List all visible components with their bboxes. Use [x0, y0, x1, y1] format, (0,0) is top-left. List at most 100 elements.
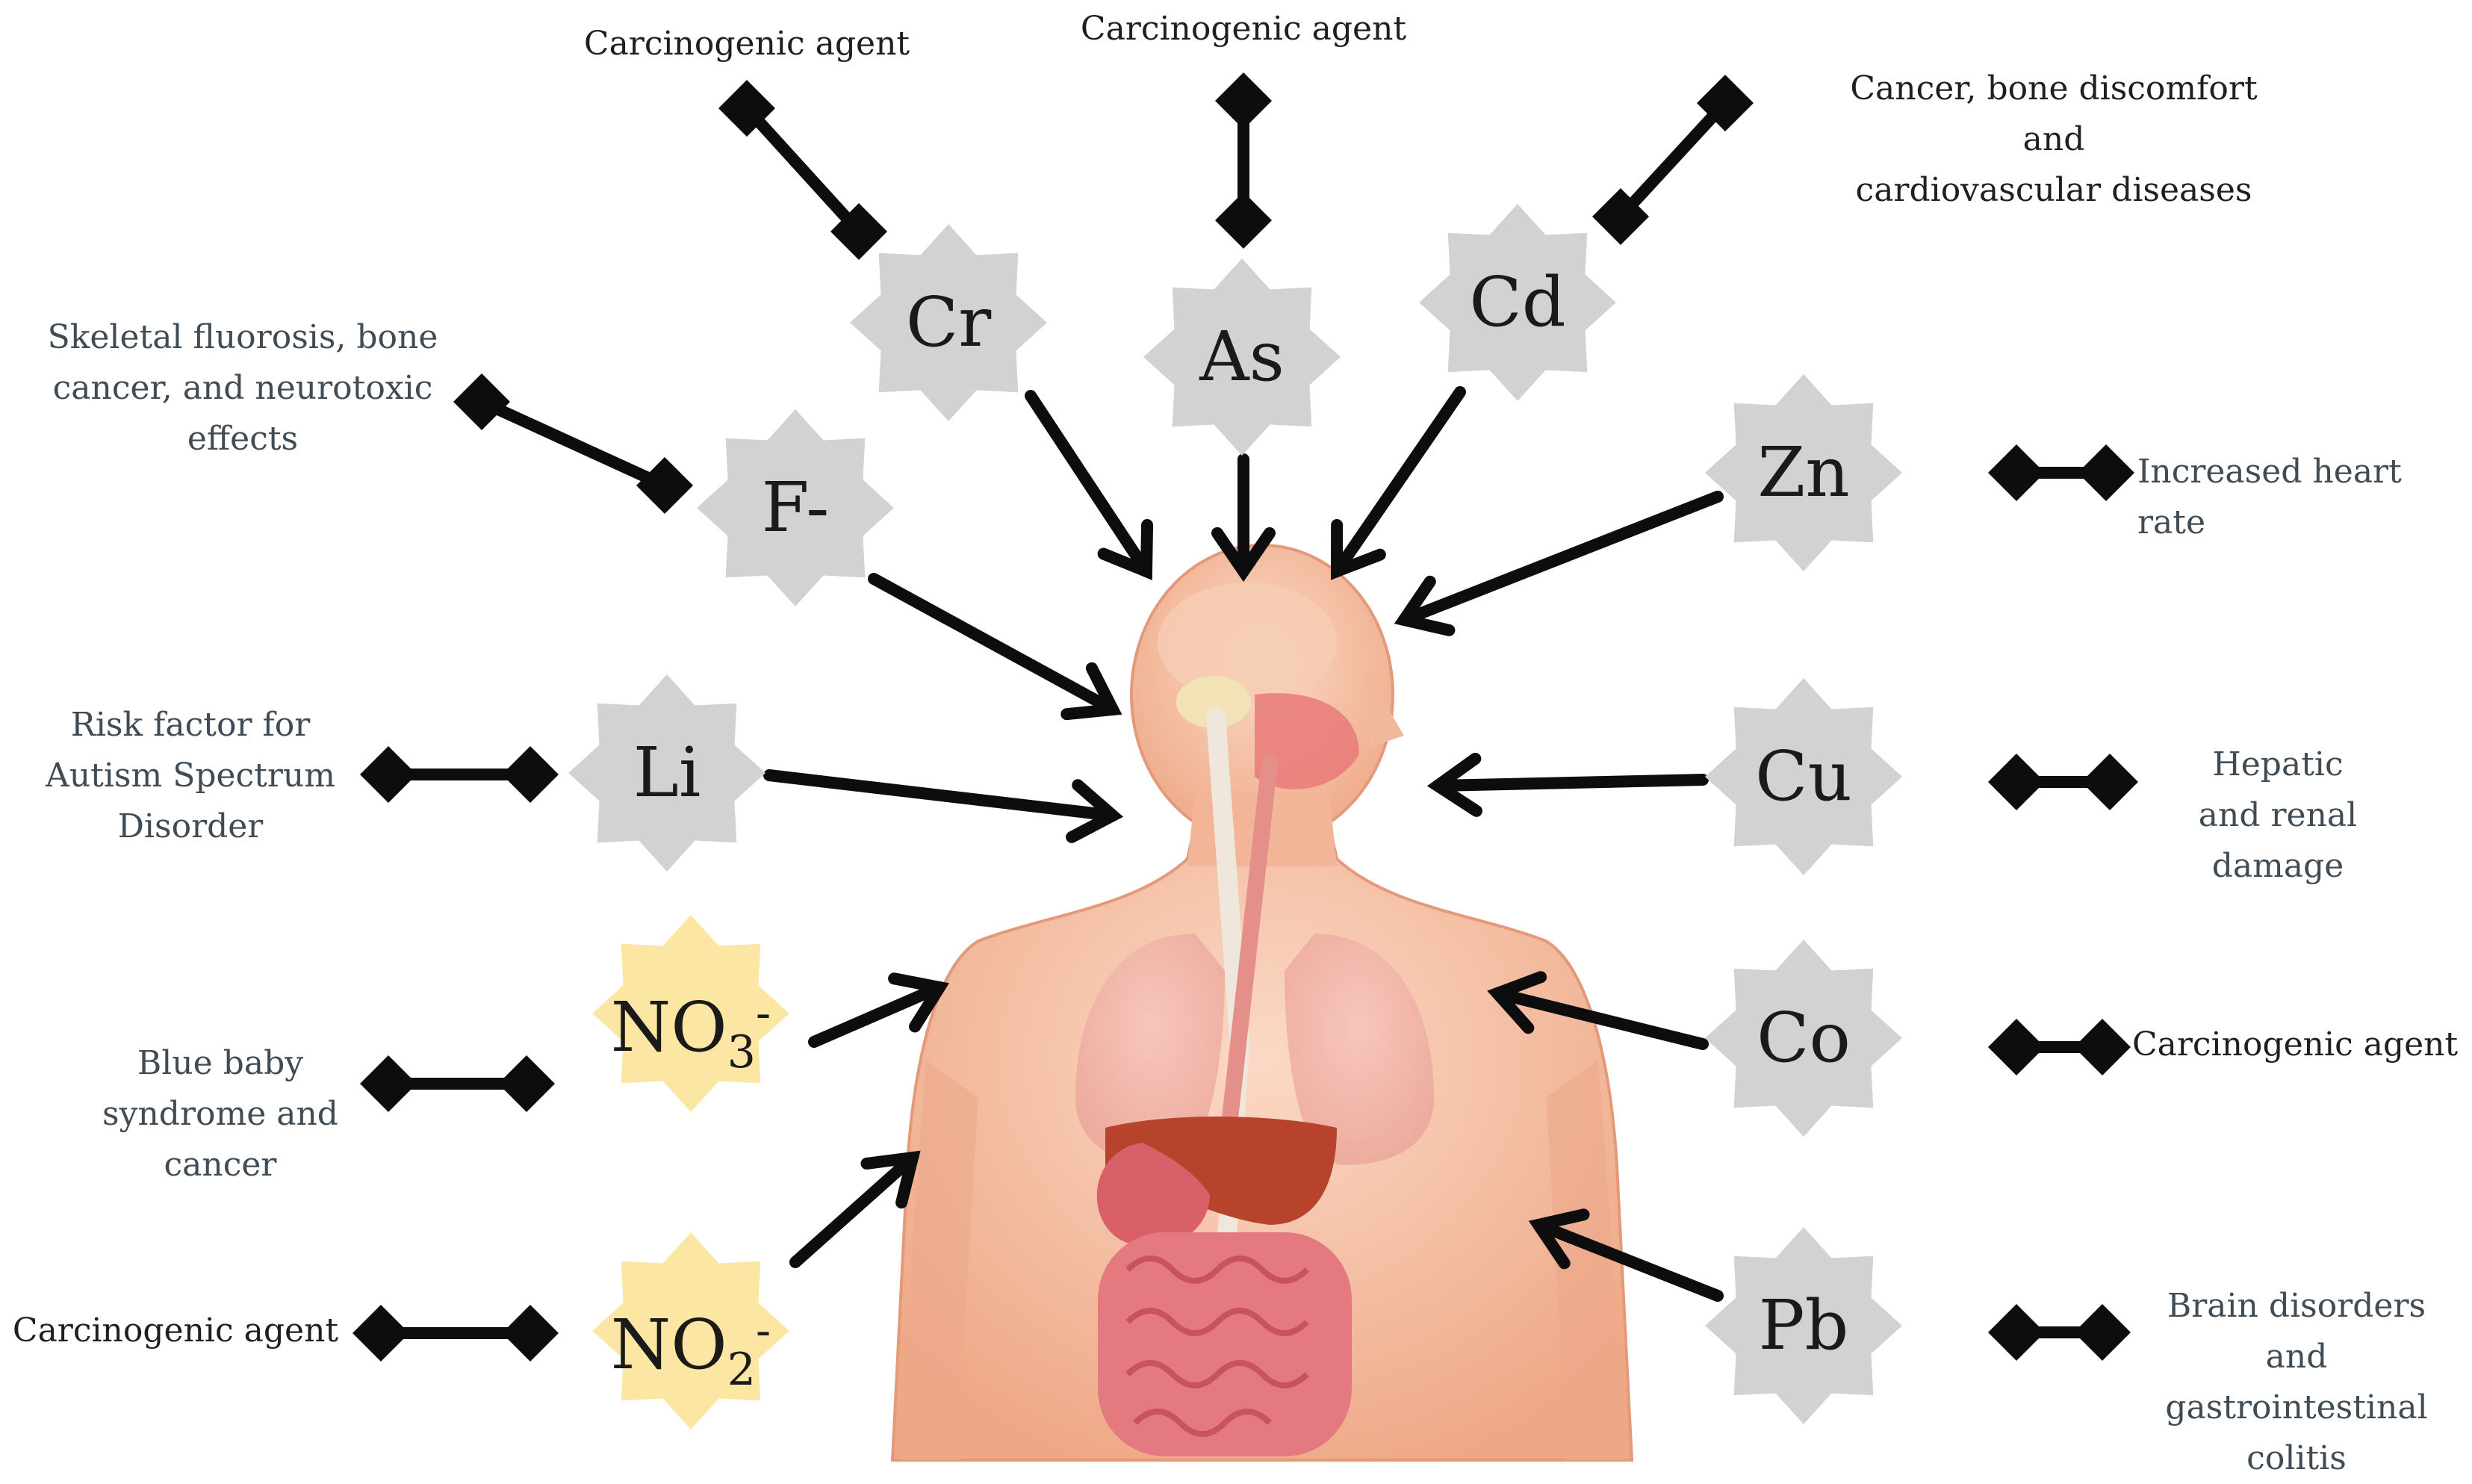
co-arrow-head [1487, 971, 1547, 1034]
co-symbol-text: Co [1757, 998, 1851, 1078]
f-connector-line [479, 396, 668, 491]
f-arrow [868, 573, 1122, 721]
li-symbol: Li [570, 736, 764, 810]
pb-connector-diamond-2 [2074, 1304, 2131, 1361]
cd-connector-line [1616, 99, 1730, 221]
as-symbol: As [1145, 320, 1339, 394]
no3-arrow-head [888, 972, 949, 1033]
co-symbol: Co [1707, 1001, 1901, 1075]
cr-arrow [1025, 390, 1154, 580]
cerebellum [1176, 676, 1251, 728]
pb-badge [1705, 1227, 1902, 1424]
f-symbol-text: F- [761, 468, 830, 547]
pb-symbol: Pb [1707, 1288, 1901, 1363]
no2-arrow [789, 1150, 921, 1268]
no3-effect-label: Blue baby syndrome and cancer [102, 1044, 338, 1184]
cd-arrow [1330, 386, 1466, 580]
badge-layer [568, 204, 1902, 1429]
cr-badge [850, 224, 1047, 421]
cr-effect-label: Carcinogenic agent [583, 25, 910, 63]
cd-arrow-head [1330, 519, 1386, 580]
cd-effect-label: Cancer, bone discomfort and cardiovascul… [1850, 69, 2258, 209]
zn-connector-diamond-2 [2078, 444, 2134, 501]
li-arrow-shaft [763, 769, 1119, 822]
cu-arrow-head [1426, 752, 1482, 817]
pb-connector [1988, 1304, 2131, 1361]
li-badge [568, 674, 765, 872]
cu-connector [1988, 754, 2138, 810]
no2-connector [353, 1305, 559, 1362]
as-connector-diamond-1 [1215, 72, 1272, 129]
zn-connector [1988, 444, 2134, 501]
intestines [1098, 1232, 1352, 1456]
as-arrow-head [1211, 527, 1276, 583]
no3-connector [360, 1055, 555, 1112]
no3-connector-diamond-2 [498, 1055, 555, 1112]
esophagus [1217, 754, 1278, 1173]
cr-connector-diamond-2 [830, 203, 887, 260]
f-effect-label: Skeletal fluorosis, bone cancer, and neu… [47, 318, 438, 458]
no2-symbol: NO2- [594, 1294, 788, 1396]
pb-connector-diamond-1 [1988, 1304, 2045, 1361]
cd-arrow-shaft [1331, 386, 1466, 577]
no2-badge [592, 1232, 789, 1429]
cu-badge [1705, 678, 1902, 875]
cr-connector-line [742, 104, 863, 236]
intestine-coils [1125, 1255, 1309, 1437]
f-arrow-shaft [868, 573, 1119, 715]
co-connector-diamond-2 [2074, 1019, 2131, 1075]
no2-connector-diamond-2 [502, 1305, 559, 1362]
as-connector-diamond-2 [1215, 192, 1272, 249]
zn-arrow [1394, 491, 1724, 636]
cu-effect-label: Hepatic and renal damage [2198, 745, 2358, 885]
no2-symbol-charge: - [755, 1305, 771, 1357]
no2-symbol-subscript: 2 [727, 1344, 756, 1396]
cu-arrow-shaft [1432, 774, 1709, 792]
cu-symbol-text: Cu [1755, 736, 1852, 816]
f-connector-diamond-2 [636, 457, 693, 514]
cr-connector [718, 80, 887, 260]
no2-arrow-shaft [789, 1152, 919, 1268]
co-connector [1988, 1019, 2131, 1075]
pb-arrow-head [1528, 1208, 1590, 1270]
zn-symbol: Zn [1707, 435, 1901, 510]
no2-arrow-head [860, 1150, 921, 1209]
no2-symbol-text: NO [610, 1305, 727, 1385]
li-connector [360, 746, 559, 803]
cd-connector-diamond-2 [1592, 188, 1649, 245]
no3-symbol-text: NO [610, 987, 727, 1067]
cu-symbol: Cu [1707, 739, 1901, 814]
as-arrow [1211, 453, 1276, 583]
nose-profile [1367, 672, 1404, 747]
pb-symbol-text: Pb [1758, 1285, 1849, 1365]
zn-arrow-shaft [1398, 491, 1724, 626]
co-connector-diamond-1 [1988, 1019, 2045, 1075]
f-arrow-head [1060, 662, 1122, 721]
cr-symbol-text: Cr [905, 282, 992, 362]
no2-effect-label: Carcinogenic agent [12, 1311, 339, 1350]
f-badge [697, 409, 894, 606]
no3-badge [592, 915, 789, 1112]
arm-left [900, 1061, 978, 1460]
f-symbol: F- [698, 471, 892, 545]
no3-arrow-shaft [808, 981, 945, 1048]
human-anatomy-illustration [890, 544, 1634, 1462]
no3-symbol: NO3- [594, 976, 788, 1078]
arm-right [1546, 1061, 1624, 1460]
stomach [1096, 1143, 1210, 1248]
cd-connector-diamond-1 [1697, 75, 1754, 131]
co-badge [1705, 940, 1902, 1137]
as-badge [1143, 258, 1341, 456]
no3-connector-diamond-1 [360, 1055, 417, 1112]
cr-arrow-shaft [1025, 390, 1152, 577]
co-effect-label: Carcinogenic agent [2132, 1025, 2459, 1064]
zn-connector-diamond-1 [1988, 444, 2045, 501]
li-arrow [763, 769, 1124, 843]
pb-arrow [1528, 1208, 1724, 1302]
zn-symbol-text: Zn [1757, 432, 1850, 512]
cr-symbol: Cr [851, 285, 1046, 360]
cd-badge [1419, 204, 1616, 401]
cu-connector-diamond-1 [1988, 754, 2045, 810]
